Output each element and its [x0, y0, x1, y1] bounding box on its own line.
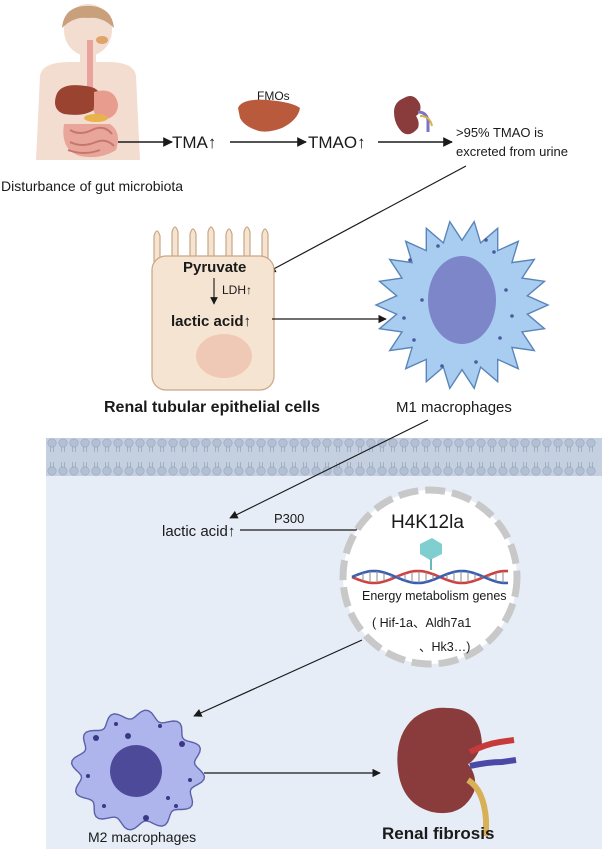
- gut-label: Disturbance of gut microbiota: [1, 178, 183, 194]
- m2-macrophage-cell: [70, 709, 206, 831]
- kidney-icon-small: [394, 96, 433, 135]
- epithelial-cell: [151, 226, 275, 391]
- fmos-label: FMOs: [257, 89, 290, 103]
- m1-macrophage-cell: [374, 219, 550, 391]
- excreted-line2: excreted from urine: [456, 144, 568, 159]
- membrane-lipid-heads: [47, 438, 596, 476]
- m1-to-lactic-arrow: [229, 419, 429, 519]
- kidney-icon-large: [397, 707, 517, 836]
- tma-label: TMA↑: [172, 133, 216, 152]
- urine-to-epithelial-arrow: [267, 165, 467, 273]
- m1-label: M1 macrophages: [396, 399, 512, 416]
- p300-label: P300: [274, 511, 304, 526]
- histone-lactylation-icon: [420, 538, 442, 570]
- pyruvate-label: Pyruvate: [183, 259, 246, 276]
- m1-nucleus: [428, 256, 496, 344]
- genes-line2: 、Hk3…): [419, 640, 470, 654]
- lactic-acid-bottom-label: lactic acid↑: [162, 523, 235, 540]
- energy-genes-label: Energy metabolism genes: [362, 589, 507, 603]
- nucleus-circle: [339, 486, 521, 668]
- lactic-acid-top-label: lactic acid↑: [171, 313, 251, 330]
- epithelial-nucleus: [196, 334, 252, 378]
- ldh-label: LDH↑: [222, 283, 252, 297]
- genes-line1: ( Hif-1a、Aldh7a1: [372, 616, 471, 630]
- nucleus-to-m2-arrow: [193, 639, 363, 717]
- dna-double-helix-icon: [351, 569, 509, 585]
- human-digestive-system-icon: [36, 4, 140, 160]
- excreted-line1: >95% TMAO is: [456, 125, 544, 140]
- liver-icon: [238, 99, 300, 132]
- renal-cells-label: Renal tubular epithelial cells: [104, 399, 320, 416]
- m2-label: M2 macrophages: [88, 829, 196, 845]
- h4k12la-label: H4K12la: [391, 512, 464, 533]
- fibrosis-label: Renal fibrosis: [382, 824, 494, 843]
- m2-nucleus: [110, 745, 162, 797]
- tmao-label: TMAO↑: [308, 133, 366, 152]
